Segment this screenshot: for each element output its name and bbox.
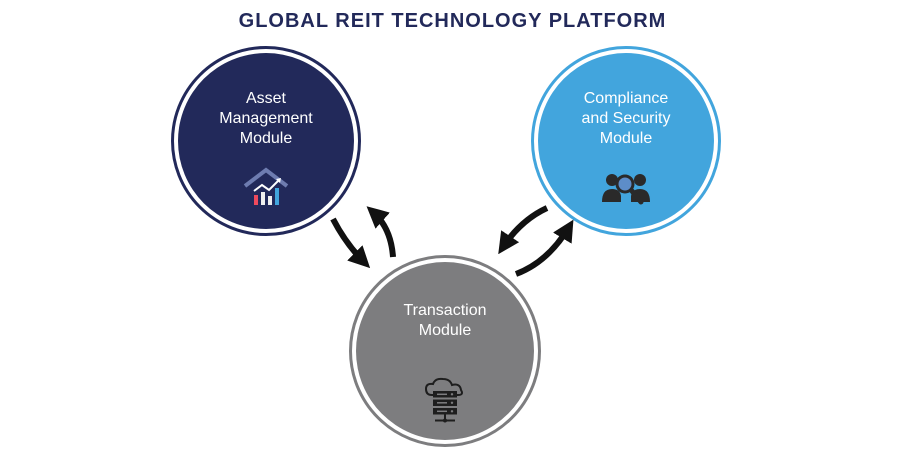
arrow-transaction-to-asset bbox=[366, 206, 396, 258]
compliance-security-disk bbox=[538, 53, 714, 229]
diagram-title: GLOBAL REIT TECHNOLOGY PLATFORM bbox=[238, 10, 667, 32]
people-magnifier-icon bbox=[602, 174, 650, 205]
arrow-asset-to-transaction bbox=[330, 217, 371, 269]
cloud-server-icon bbox=[424, 377, 463, 423]
transaction-ring bbox=[349, 255, 541, 447]
arrow-transaction-to-compliance bbox=[514, 219, 574, 277]
arrow-compliance-to-transaction bbox=[498, 205, 549, 255]
transaction-label: Transaction Module bbox=[403, 302, 487, 339]
compliance-security-ring bbox=[531, 46, 721, 236]
asset-management-label: Asset Management Module bbox=[219, 90, 313, 147]
transaction-node: Transaction Module bbox=[349, 255, 541, 447]
asset-management-node: Asset Management Module bbox=[171, 46, 361, 236]
compliance-security-node: Compliance and Security Module bbox=[531, 46, 721, 236]
house-chart-icon bbox=[243, 167, 289, 205]
asset-management-disk bbox=[178, 53, 354, 229]
compliance-security-label: Compliance and Security Module bbox=[581, 90, 671, 147]
asset-management-ring bbox=[171, 46, 361, 236]
